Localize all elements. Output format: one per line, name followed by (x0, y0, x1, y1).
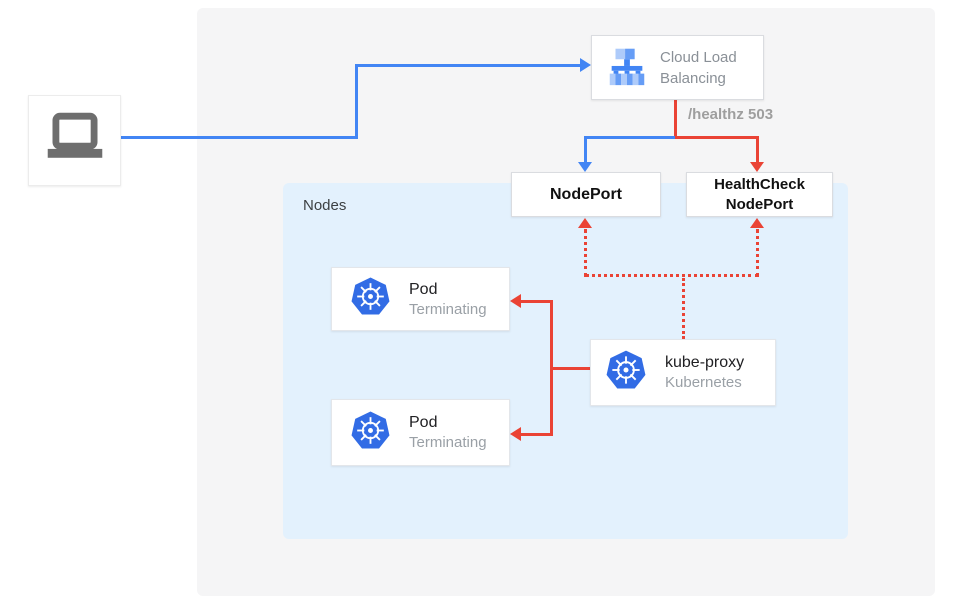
edge-blue-v-nodeport (584, 136, 587, 163)
edge-dotted-to-nodeport (584, 229, 587, 277)
edge-red-v-healthcheck (756, 136, 759, 163)
cloud-load-balancing-label: Cloud Load Balancing (660, 48, 737, 87)
arrowhead-into-nodeport (578, 162, 592, 172)
kubernetes-icon (350, 276, 391, 322)
arrowhead-into-healthcheck (750, 162, 764, 172)
client-node (28, 95, 121, 186)
kube-proxy-node: kube-proxy Kubernetes (590, 339, 776, 406)
edge-to-pod2-h (519, 433, 553, 436)
arrowhead-dotted-healthcheck (750, 218, 764, 228)
edge-client-h2 (355, 64, 580, 67)
kube-proxy-subtitle: Kubernetes (665, 374, 742, 391)
pod-title: Pod (409, 280, 438, 298)
edge-kubeproxy-pods-v (550, 300, 553, 436)
edge-client-v (355, 64, 358, 139)
pod-status: Terminating (409, 300, 487, 318)
arrowhead-dotted-nodeport (578, 218, 592, 228)
pod-title: Pod (409, 414, 438, 431)
laptop-icon (42, 108, 108, 173)
edge-kubeproxy-pods-h (550, 367, 590, 370)
healthz-status-label: /healthz 503 (688, 106, 774, 123)
edge-split-blue-h (585, 136, 675, 139)
edge-clb-down-red (674, 99, 677, 139)
cloud-load-balancing-icon (604, 42, 650, 93)
kubernetes-icon (350, 410, 391, 456)
edge-dotted-to-healthcheck (756, 229, 759, 277)
pod-1-node: Pod Terminating (331, 267, 510, 331)
nodes-group-label: Nodes (303, 197, 347, 214)
kubernetes-icon (605, 349, 647, 396)
pod-status: Terminating (409, 434, 487, 451)
healthcheck-nodeport-node: HealthCheck NodePort (686, 172, 833, 217)
healthcheck-nodeport-label: HealthCheck NodePort (714, 175, 805, 213)
edge-to-pod1-h (519, 300, 553, 303)
edge-split-red-h (675, 136, 759, 139)
arrowhead-into-clb (580, 58, 591, 72)
pod-2-node: Pod Terminating (331, 399, 510, 466)
edge-kubeproxy-dotted-h (585, 274, 759, 277)
edge-kubeproxy-dotted-v (682, 278, 685, 339)
nodeport-label: NodePort (550, 185, 622, 203)
cloud-load-balancing-node: Cloud Load Balancing (591, 35, 764, 100)
nodeport-node: NodePort (511, 172, 661, 217)
edge-client-h (121, 136, 357, 139)
arrowhead-into-pod2 (510, 427, 521, 441)
arrowhead-into-pod1 (510, 294, 521, 308)
kube-proxy-title: kube-proxy (665, 354, 745, 371)
